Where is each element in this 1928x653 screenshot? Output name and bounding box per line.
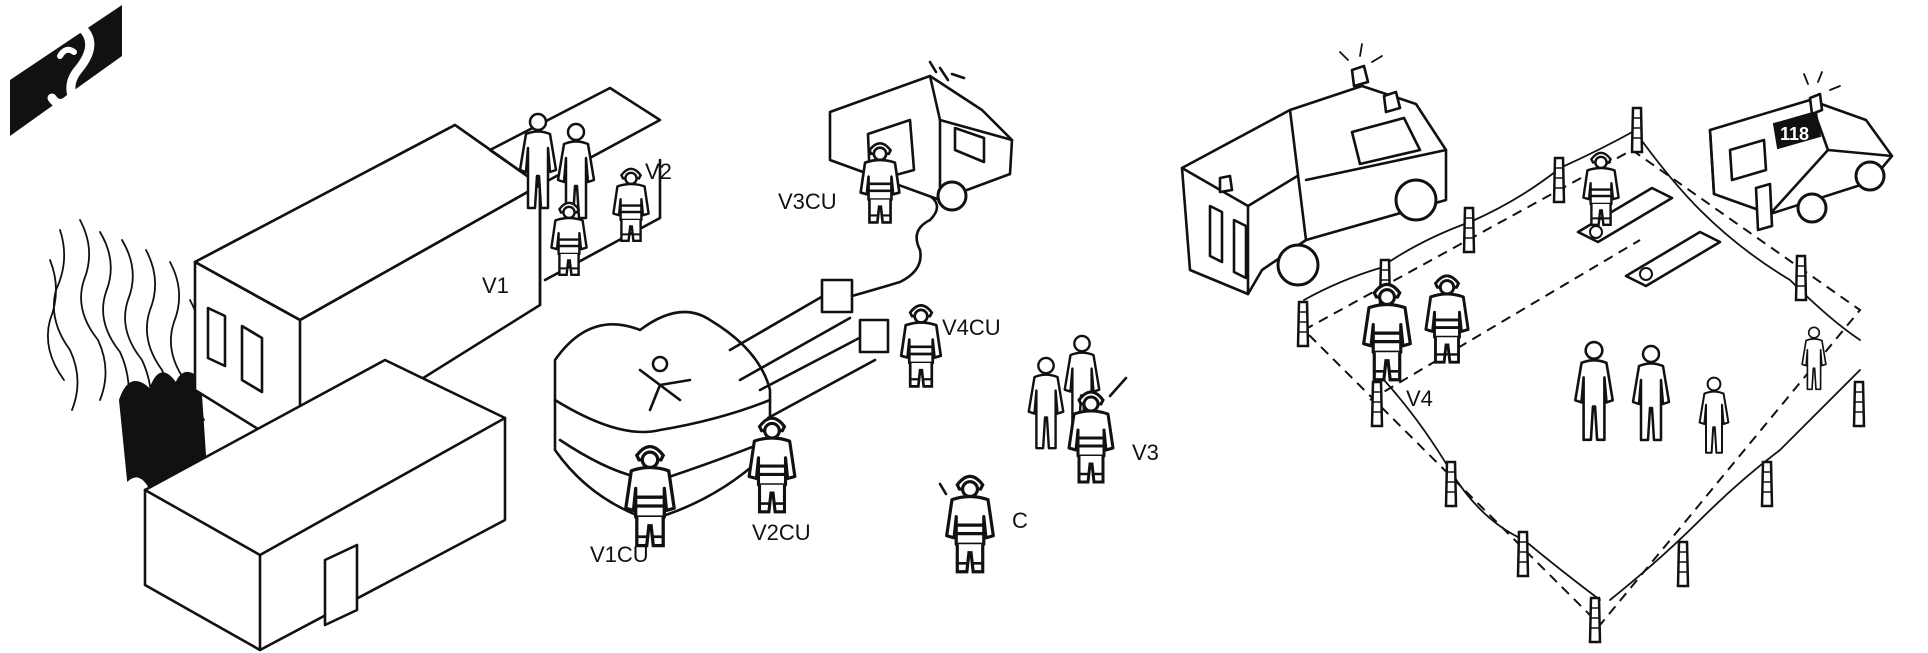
label-c: C <box>1012 508 1028 533</box>
firefighter-v4cu <box>901 305 941 386</box>
ambulance-right: 118 <box>1710 72 1892 230</box>
evacuees <box>1575 327 1826 452</box>
label-v3: V3 <box>1132 440 1159 465</box>
firefighter-v4 <box>1364 284 1411 379</box>
label-v2cu: V2CU <box>752 520 811 545</box>
label-v3cu: V3CU <box>778 189 837 214</box>
label-v4: V4 <box>1406 386 1433 411</box>
firefighter-beside-v4 <box>1426 276 1468 362</box>
label-v2: V2 <box>645 159 672 184</box>
hearing-ear-icon <box>10 5 122 136</box>
label-v1: V1 <box>482 273 509 298</box>
fire-truck <box>1182 44 1446 294</box>
firefighter-commander <box>947 476 994 571</box>
ambulance-118-sign: 118 <box>1780 124 1809 144</box>
label-v1cu: V1CU <box>590 542 649 567</box>
ambulance-left <box>830 62 1012 210</box>
label-v4cu: V4CU <box>942 315 1001 340</box>
v3-group <box>1029 336 1126 482</box>
